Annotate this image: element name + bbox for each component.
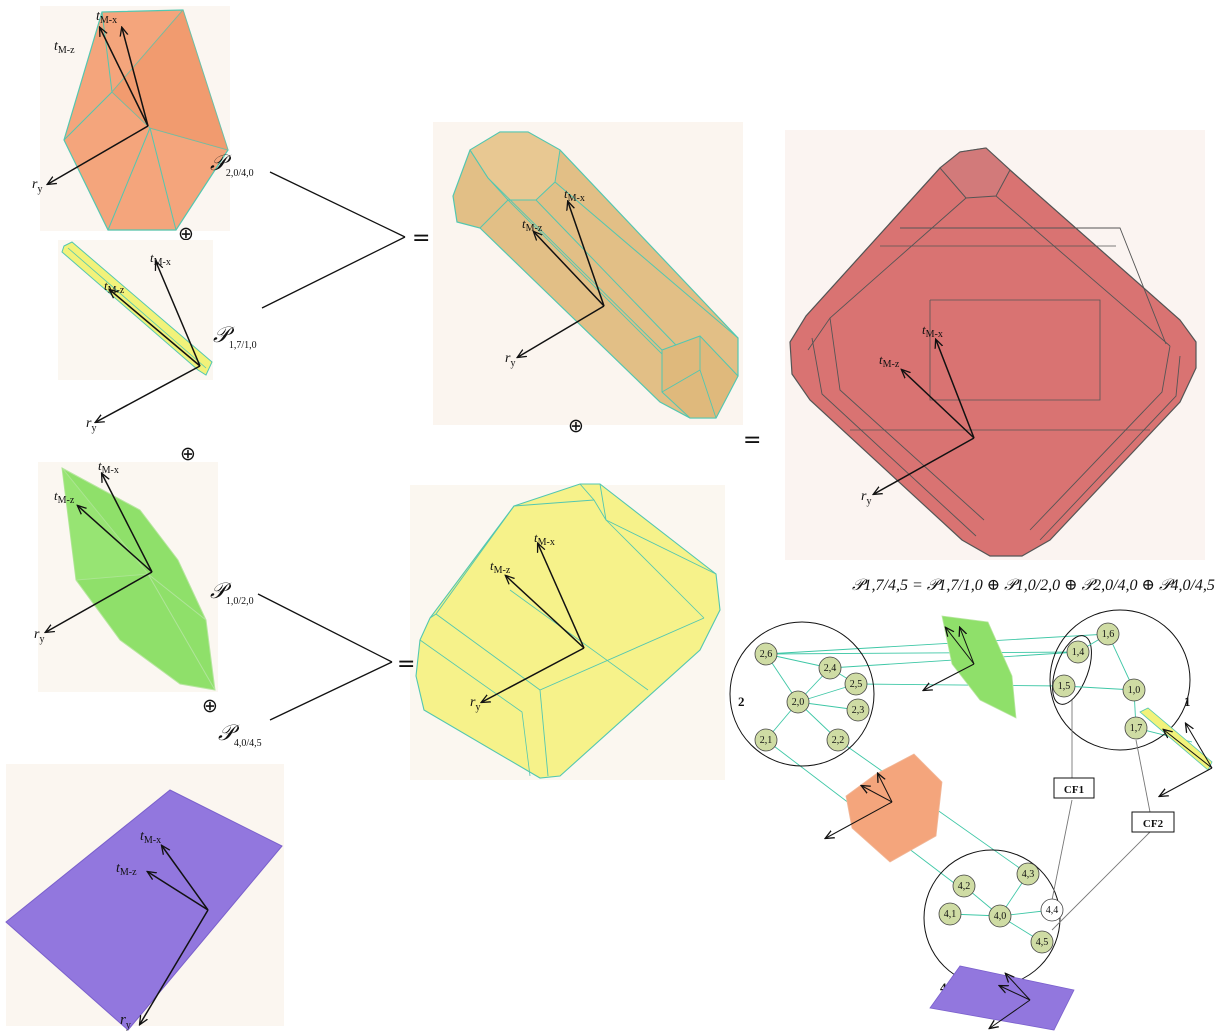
svg-text:1,4: 1,4 bbox=[1072, 647, 1085, 658]
node-1-7: 1,7 bbox=[1125, 717, 1147, 739]
equals-operator-1: = bbox=[412, 226, 430, 251]
svg-text:2,5: 2,5 bbox=[850, 679, 863, 690]
node-2-1: 2,1 bbox=[755, 729, 777, 751]
label-p-2-04-0: 𝒫2,0/4,0 bbox=[210, 150, 254, 179]
svg-text:2,6: 2,6 bbox=[760, 649, 773, 660]
node-4-2: 4,2 bbox=[953, 875, 975, 897]
minkowski-equation: 𝒫1,7/4,5 = 𝒫1,7/1,0 ⊕ 𝒫1,0/2,0 ⊕ 𝒫2,0/4,… bbox=[852, 577, 1215, 594]
label-p-1-71-0: 𝒫1,7/1,0 bbox=[213, 322, 257, 351]
node-1-5: 1,5 bbox=[1053, 675, 1075, 697]
svg-text:4,1: 4,1 bbox=[944, 909, 957, 920]
svg-text:2,4: 2,4 bbox=[824, 663, 837, 674]
svg-text:CF2: CF2 bbox=[1143, 818, 1164, 830]
node-4-5: 4,5 bbox=[1031, 931, 1053, 953]
svg-text:1,6: 1,6 bbox=[1102, 629, 1115, 640]
node-1-4: 1,4 bbox=[1067, 641, 1089, 663]
svg-text:4,2: 4,2 bbox=[958, 881, 971, 892]
yellowsmall-ry-label: ry bbox=[86, 416, 96, 434]
svg-text:2,2: 2,2 bbox=[832, 735, 845, 746]
equals-operator-2: = bbox=[743, 428, 761, 453]
plus-operator-2: ⊕ bbox=[180, 443, 196, 465]
node-2-0: 2,0 bbox=[787, 691, 809, 713]
mini-orange-polytope bbox=[826, 754, 942, 862]
svg-text:1,0: 1,0 bbox=[1128, 685, 1141, 696]
node-4-0: 4,0 bbox=[989, 905, 1011, 927]
bracket-top bbox=[262, 172, 405, 308]
mini-violet-polytope bbox=[930, 966, 1074, 1030]
node-2-3: 2,3 bbox=[847, 699, 869, 721]
label-p-4-04-5: 𝒫4,0/4,5 bbox=[218, 720, 262, 749]
bracket-bottom bbox=[258, 594, 392, 720]
node-2-4: 2,4 bbox=[819, 657, 841, 679]
svg-text:2,0: 2,0 bbox=[792, 697, 805, 708]
svg-text:1,5: 1,5 bbox=[1058, 681, 1071, 692]
plus-operator-3: ⊕ bbox=[202, 695, 218, 717]
svg-text:4,5: 4,5 bbox=[1036, 937, 1049, 948]
node-4-4: 4,4 bbox=[1041, 899, 1063, 921]
svg-text:2,3: 2,3 bbox=[852, 705, 865, 716]
node-2-6: 2,6 bbox=[755, 643, 777, 665]
node-4-3: 4,3 bbox=[1017, 863, 1039, 885]
node-1-6: 1,6 bbox=[1097, 623, 1119, 645]
mini-green-polytope bbox=[924, 616, 1016, 718]
svg-text:2,1: 2,1 bbox=[760, 735, 773, 746]
cf2-box: CF2 bbox=[1132, 812, 1174, 832]
svg-text:1,7: 1,7 bbox=[1130, 723, 1143, 734]
svg-text:CF1: CF1 bbox=[1064, 784, 1084, 796]
svg-text:4,0: 4,0 bbox=[994, 911, 1007, 922]
label-p-1-02-0: 𝒫1,0/2,0 bbox=[210, 578, 254, 607]
svg-text:2: 2 bbox=[738, 694, 745, 709]
cf1-box: CF1 bbox=[1054, 778, 1094, 798]
green-tmx-label: tM-x bbox=[98, 458, 119, 476]
plus-operator-tan: ⊕ bbox=[568, 415, 584, 437]
svg-text:4,3: 4,3 bbox=[1022, 869, 1035, 880]
svg-text:4,4: 4,4 bbox=[1046, 905, 1059, 916]
equals-operator-3: = bbox=[397, 652, 415, 677]
node-1-0: 1,0 bbox=[1123, 679, 1145, 701]
node-2-2: 2,2 bbox=[827, 729, 849, 751]
svg-text:1: 1 bbox=[1184, 694, 1191, 709]
node-4-1: 4,1 bbox=[939, 903, 961, 925]
node-2-5: 2,5 bbox=[845, 673, 867, 695]
